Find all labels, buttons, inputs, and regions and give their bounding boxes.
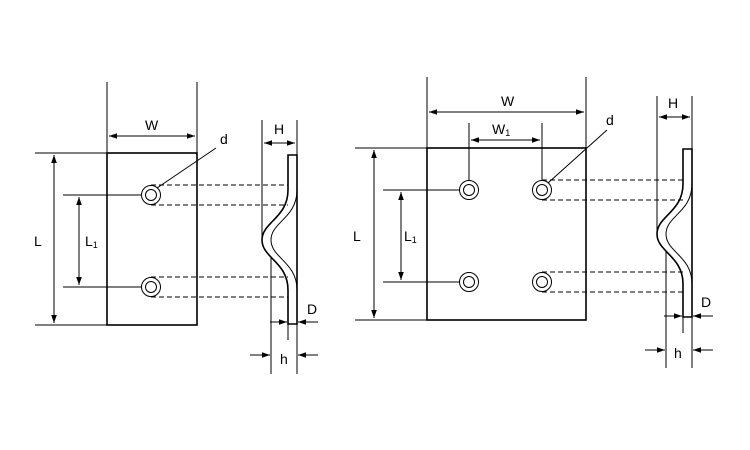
right-W1-label: W1 — [492, 121, 510, 138]
right-hole-bottom-right — [532, 272, 552, 292]
left-d-leader — [156, 147, 217, 189]
left-plate-outline — [106, 152, 198, 326]
left-H-label: H — [274, 121, 284, 137]
left-h-label: h — [280, 351, 288, 367]
right-H-label: H — [668, 95, 678, 111]
two-hole-plate-profile: H D h — [250, 120, 318, 374]
right-plate-outline — [426, 147, 587, 321]
right-h-label: h — [674, 345, 682, 361]
right-D-label: D — [701, 294, 711, 310]
left-d-label: d — [220, 131, 228, 147]
left-L1-label: L1 — [85, 233, 98, 250]
four-hole-plate-view: L L1 W W1 d — [353, 77, 683, 321]
left-D-label: D — [307, 301, 317, 317]
left-profile-inner-curve — [270, 189, 298, 291]
right-d-label: d — [606, 112, 614, 128]
left-profile-outline — [261, 154, 298, 325]
right-L-label: L — [353, 228, 361, 244]
left-W-label: W — [145, 117, 159, 133]
left-L-label: L — [34, 233, 42, 249]
right-hole-top-right — [532, 180, 552, 200]
four-hole-plate-profile: H D h — [645, 95, 713, 368]
right-hole-top-left — [459, 180, 479, 200]
two-hole-plate-view: L L1 W d — [34, 82, 288, 326]
right-profile-inner-curve — [665, 183, 693, 285]
right-L1-label: L1 — [404, 228, 417, 245]
right-hole-bottom-left — [459, 272, 479, 292]
right-d-leader — [547, 129, 608, 184]
left-hole-top — [141, 185, 161, 205]
right-profile-outline — [656, 148, 693, 318]
left-hole-bottom — [141, 277, 161, 297]
right-W-label: W — [501, 93, 515, 109]
